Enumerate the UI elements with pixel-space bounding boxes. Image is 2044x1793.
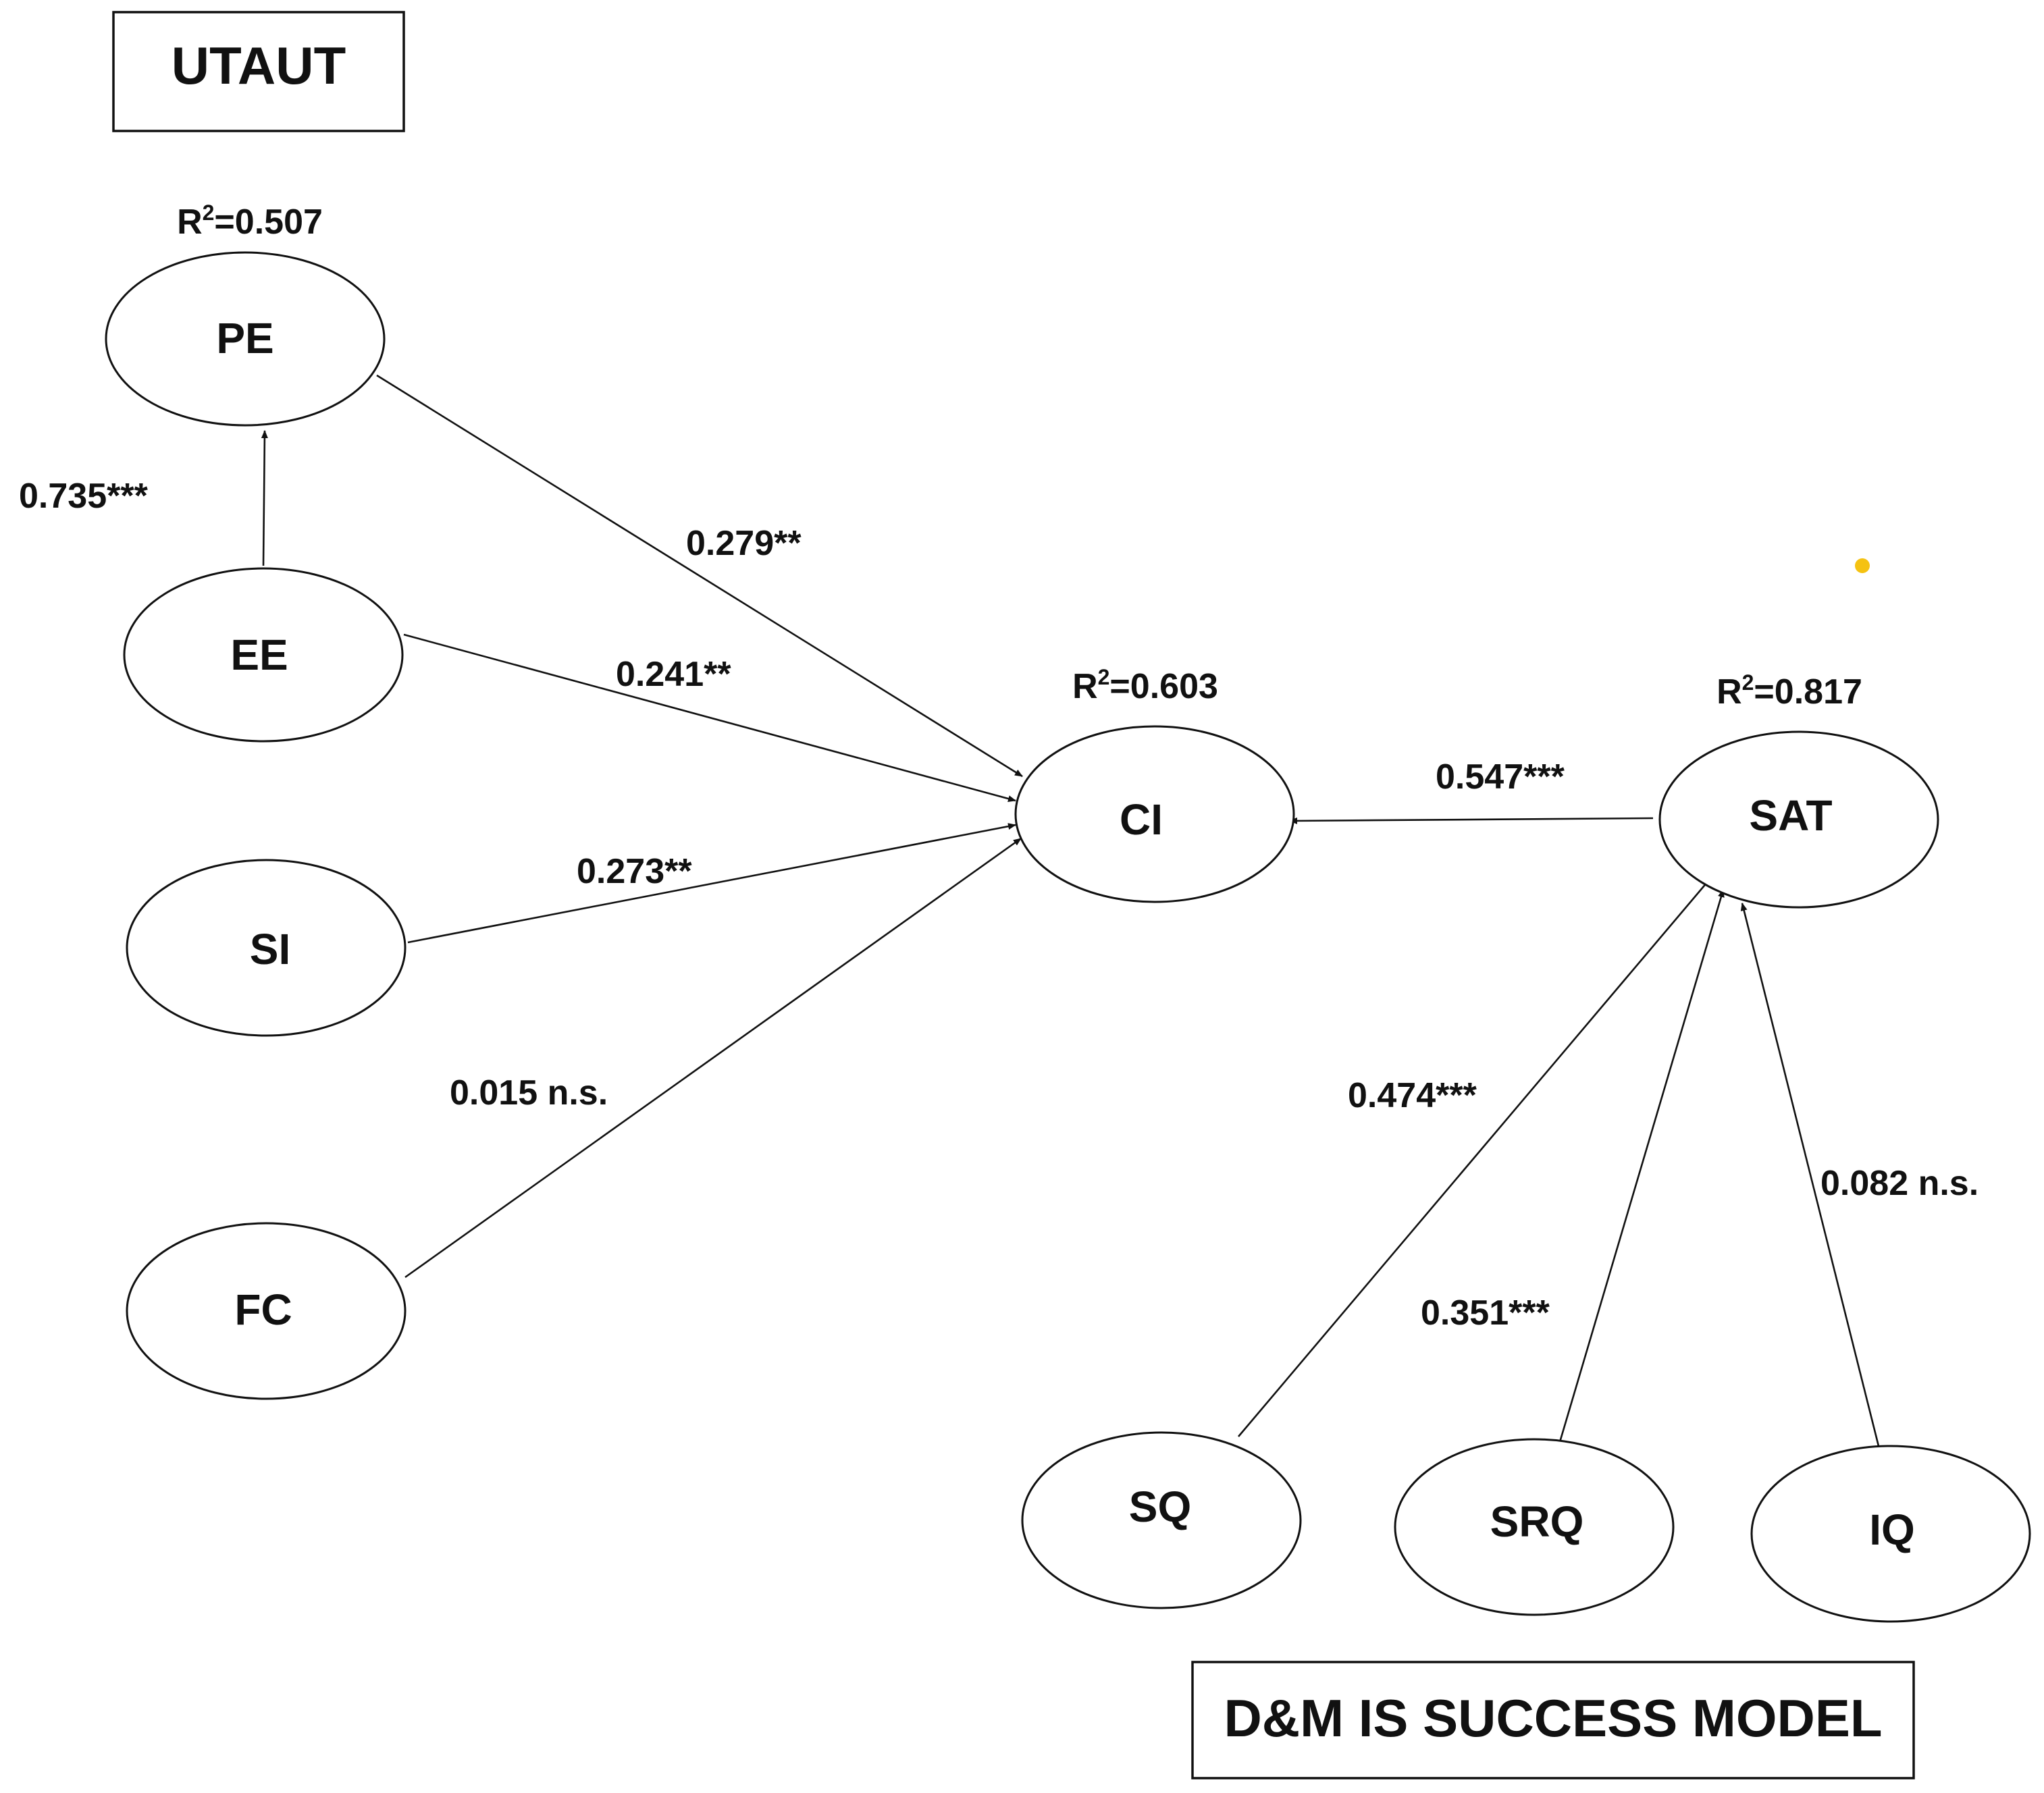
- node-sq: SQ: [1021, 1431, 1302, 1609]
- arrow-ee-to-pe: [261, 430, 268, 566]
- node-si-label: SI: [250, 925, 290, 973]
- node-ee: EE: [123, 567, 404, 743]
- node-fc: FC: [126, 1222, 407, 1400]
- node-iq: IQ: [1750, 1445, 2031, 1623]
- coef-sq-sat: 0.474***: [1348, 1076, 1477, 1115]
- yellow-dot: [1855, 558, 1870, 573]
- coef-si-ci: 0.273**: [577, 852, 692, 891]
- dm-model-label: D&M IS SUCCESS MODEL: [1224, 1688, 1882, 1748]
- node-ee-label: EE: [230, 631, 288, 679]
- coef-iq-sat: 0.082 n.s.: [1820, 1164, 1979, 1203]
- arrow-si-to-ci: [407, 823, 1016, 944]
- utaut-model-label: UTAUT: [172, 36, 346, 95]
- node-pe-label: PE: [216, 314, 273, 363]
- coef-sat-ci: 0.547***: [1436, 757, 1565, 797]
- arrow-sat-to-ci: [1289, 817, 1654, 824]
- arrow-srq-to-sat: [1558, 889, 1725, 1443]
- arrow-fc-to-ci: [404, 837, 1022, 1279]
- arrow-iq-to-sat: [1740, 903, 1880, 1447]
- node-sq-label: SQ: [1129, 1482, 1191, 1531]
- node-fc-label: FC: [234, 1285, 292, 1334]
- node-ci-label: CI: [1120, 795, 1163, 844]
- node-sat-label: SAT: [1749, 791, 1832, 840]
- arrow-pe-to-ci: [376, 374, 1023, 778]
- node-ci: CI: [1014, 725, 1295, 903]
- node-iq-label: IQ: [1869, 1505, 1915, 1554]
- coef-ee-ci: 0.241**: [616, 655, 731, 694]
- path-arrows: [261, 374, 1880, 1447]
- utaut-model-box: UTAUT: [112, 11, 405, 132]
- node-srq: SRQ: [1394, 1438, 1675, 1616]
- coef-srq-sat: 0.351***: [1421, 1293, 1550, 1333]
- node-si: SI: [126, 859, 407, 1037]
- r-squared-ci: R2=0.603: [1072, 665, 1218, 706]
- arrow-ee-to-ci: [403, 633, 1016, 802]
- r-squared-sat: R2=0.817: [1717, 670, 1862, 712]
- r-squared-pe: R2=0.507: [177, 200, 323, 242]
- coef-ee-pe: 0.735***: [19, 477, 149, 516]
- node-pe: PE: [105, 251, 386, 427]
- node-sat: SAT: [1658, 730, 1939, 909]
- coef-fc-ci: 0.015 n.s.: [450, 1073, 608, 1113]
- arrow-sq-to-sat: [1238, 877, 1712, 1437]
- node-srq-label: SRQ: [1490, 1497, 1584, 1546]
- dm-model-box: D&M IS SUCCESS MODEL: [1191, 1661, 1915, 1779]
- coef-pe-ci: 0.279**: [686, 524, 802, 563]
